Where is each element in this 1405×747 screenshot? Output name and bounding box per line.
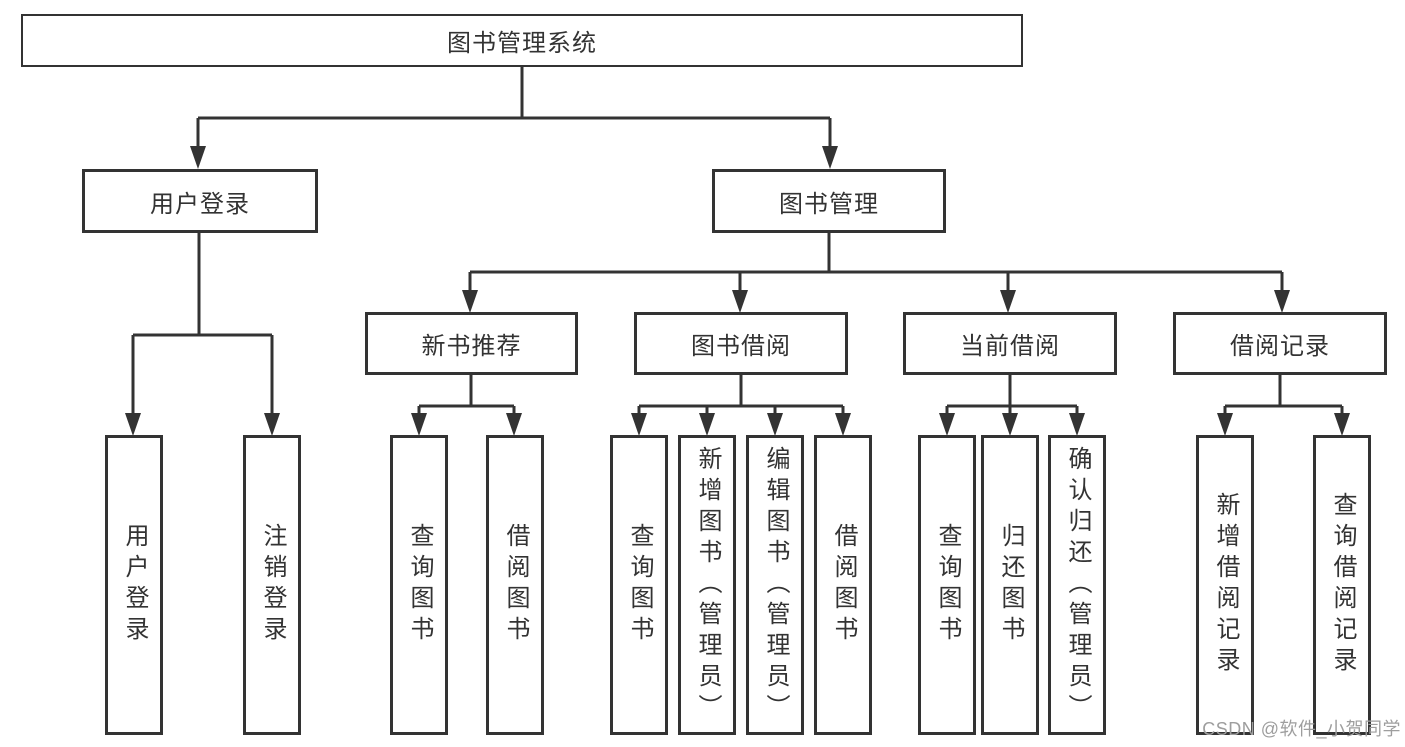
leaf-label: 借阅图书 bbox=[502, 523, 529, 647]
leaf-query-books-current: 查询图书 bbox=[918, 435, 976, 735]
leaf-label: 查询图书 bbox=[934, 523, 961, 647]
csdn-watermark: CSDN @软件_小贺同学 bbox=[1202, 719, 1401, 739]
leaf-query-books-borrow: 查询图书 bbox=[610, 435, 668, 735]
leaf-label: 用户登录 bbox=[121, 523, 148, 647]
leaf-label: 确认归还（管理员） bbox=[1064, 445, 1091, 725]
leaf-label: 归还图书 bbox=[997, 523, 1024, 647]
node-new-book-recommend: 新书推荐 bbox=[365, 312, 578, 375]
leaf-add-book-admin: 新增图书（管理员） bbox=[678, 435, 736, 735]
leaf-user-login: 用户登录 bbox=[105, 435, 163, 735]
node-book-management: 图书管理 bbox=[712, 169, 946, 233]
node-borrow-records: 借阅记录 bbox=[1173, 312, 1387, 375]
leaf-label: 查询借阅记录 bbox=[1329, 492, 1356, 678]
leaf-query-borrow-record: 查询借阅记录 bbox=[1313, 435, 1371, 735]
leaf-label: 注销登录 bbox=[259, 523, 286, 647]
leaf-confirm-return-admin: 确认归还（管理员） bbox=[1048, 435, 1106, 735]
leaf-add-borrow-record: 新增借阅记录 bbox=[1196, 435, 1254, 735]
leaf-edit-book-admin: 编辑图书（管理员） bbox=[746, 435, 804, 735]
node-book-borrow: 图书借阅 bbox=[634, 312, 848, 375]
leaf-borrow-books-recommend: 借阅图书 bbox=[486, 435, 544, 735]
leaf-label: 新增借阅记录 bbox=[1212, 492, 1239, 678]
leaf-label: 查询图书 bbox=[626, 523, 653, 647]
leaf-label: 编辑图书（管理员） bbox=[762, 445, 789, 725]
node-root-system: 图书管理系统 bbox=[21, 14, 1023, 67]
node-user-login: 用户登录 bbox=[82, 169, 318, 233]
leaf-borrow-books-borrow: 借阅图书 bbox=[814, 435, 872, 735]
leaf-label: 新增图书（管理员） bbox=[694, 445, 721, 725]
leaf-query-books-recommend: 查询图书 bbox=[390, 435, 448, 735]
leaf-return-books: 归还图书 bbox=[981, 435, 1039, 735]
node-current-borrow: 当前借阅 bbox=[903, 312, 1117, 375]
leaf-logout: 注销登录 bbox=[243, 435, 301, 735]
leaf-label: 查询图书 bbox=[406, 523, 433, 647]
leaf-label: 借阅图书 bbox=[830, 523, 857, 647]
